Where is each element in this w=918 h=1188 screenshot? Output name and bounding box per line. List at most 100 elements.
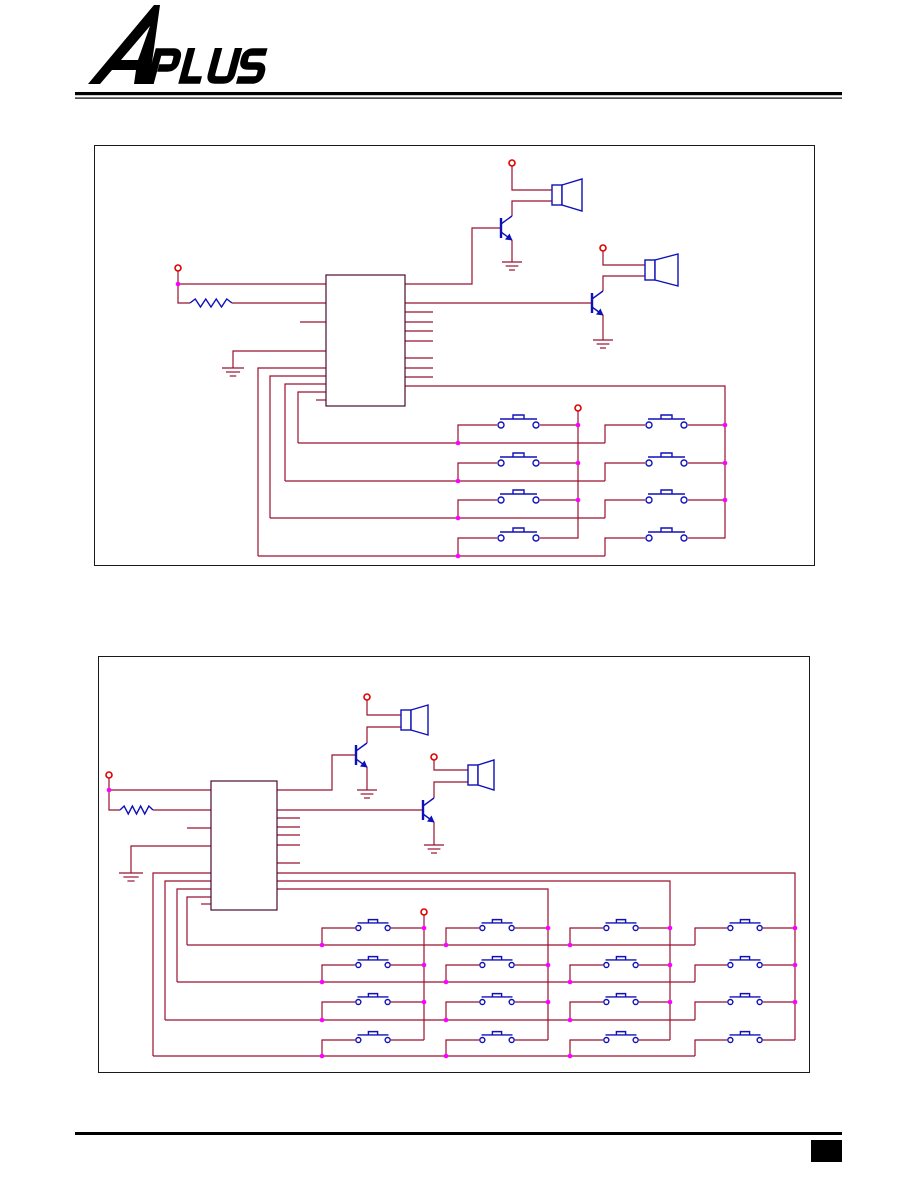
junction-dot	[443, 1053, 449, 1059]
push-switch	[355, 992, 391, 1006]
speaker	[644, 253, 679, 287]
switch-contact	[508, 1036, 515, 1044]
wire	[152, 872, 211, 1056]
junction-dot	[575, 460, 581, 466]
push-switch	[727, 918, 763, 932]
ic-chip	[210, 780, 278, 911]
junction-dot	[575, 497, 581, 503]
junction-dot	[792, 925, 798, 931]
wire	[321, 964, 355, 982]
wire	[321, 1039, 355, 1056]
push-switch	[603, 1030, 639, 1044]
emitter-arrow	[596, 308, 604, 316]
ic-chip	[325, 274, 406, 407]
wire	[569, 1001, 603, 1020]
junction-dot	[722, 460, 728, 466]
switch-plunger	[512, 452, 525, 457]
speaker-magnet	[644, 259, 656, 281]
push-switch	[355, 918, 391, 932]
schematic-frame-1	[94, 145, 815, 566]
wire	[433, 781, 468, 798]
switch-contact	[497, 534, 505, 542]
wire	[177, 271, 326, 285]
speaker-cone	[410, 704, 429, 736]
schematic-frame-2	[98, 656, 810, 1073]
wire	[604, 462, 645, 481]
logo-a-mark	[88, 5, 160, 84]
wire	[177, 284, 190, 304]
switch-contact	[680, 459, 688, 467]
push-switch	[479, 1030, 515, 1044]
wire	[445, 1001, 479, 1020]
ground-symbol	[593, 339, 613, 349]
wire	[569, 1039, 603, 1056]
junction-dot	[106, 787, 112, 793]
switch-contact	[355, 998, 362, 1006]
wire	[694, 964, 727, 982]
wire	[604, 537, 645, 556]
wire	[130, 845, 211, 873]
vdd-terminal	[105, 771, 113, 779]
push-switch	[645, 489, 688, 504]
switch-plunger	[739, 955, 751, 960]
switch-plunger	[739, 992, 751, 997]
push-switch	[645, 452, 688, 467]
speaker-cone	[477, 759, 495, 791]
speaker	[551, 178, 583, 212]
logo-letter-l	[178, 48, 203, 84]
wire	[445, 927, 479, 945]
wire	[321, 927, 355, 945]
wire	[108, 790, 120, 811]
wire	[284, 383, 326, 481]
junction-dot	[455, 515, 461, 521]
transistor-collector	[355, 742, 368, 752]
npn-transistor	[421, 797, 435, 823]
junction-dot	[175, 281, 181, 287]
wire	[176, 888, 211, 982]
vdd-terminal	[363, 693, 371, 701]
switch-contact	[632, 998, 639, 1006]
junction-dot	[567, 1017, 573, 1023]
logo-letter-p	[146, 48, 182, 84]
switch-contact	[532, 459, 540, 467]
switch-plunger	[615, 918, 627, 923]
transistor-collector	[591, 290, 604, 300]
switch-contact	[384, 924, 391, 932]
switch-contact	[603, 1036, 610, 1044]
junction-dot	[319, 1017, 325, 1023]
wire	[269, 375, 326, 518]
speaker-magnet	[551, 184, 563, 206]
switch-contact	[727, 961, 734, 969]
junction-dot	[667, 962, 673, 968]
transistor-collector	[500, 215, 513, 225]
page-number-box	[811, 1140, 842, 1162]
wire	[277, 872, 796, 1040]
wire	[164, 880, 211, 1020]
speaker	[467, 759, 495, 791]
switch-plunger	[367, 1030, 379, 1035]
wire	[297, 391, 326, 443]
wire	[445, 1039, 479, 1056]
switch-contact	[384, 998, 391, 1006]
switch-contact	[680, 534, 688, 542]
header-rule-thin	[75, 97, 842, 99]
logo-wordmark	[146, 48, 268, 84]
ground-symbol	[502, 261, 522, 271]
wire	[694, 1001, 727, 1020]
junction-dot	[455, 478, 461, 484]
ground-symbol	[119, 872, 143, 882]
wire	[602, 251, 645, 266]
wire	[511, 200, 552, 216]
switch-contact	[680, 496, 688, 504]
switch-contact	[603, 998, 610, 1006]
logo-letter-u	[207, 48, 243, 84]
push-switch	[497, 452, 540, 467]
wire	[694, 927, 727, 945]
wire	[277, 754, 356, 791]
push-switch	[479, 992, 515, 1006]
junction-dot	[545, 925, 551, 931]
push-switch	[727, 1030, 763, 1044]
switch-plunger	[512, 527, 525, 532]
junction-dot	[319, 1053, 325, 1059]
switch-contact	[355, 961, 362, 969]
